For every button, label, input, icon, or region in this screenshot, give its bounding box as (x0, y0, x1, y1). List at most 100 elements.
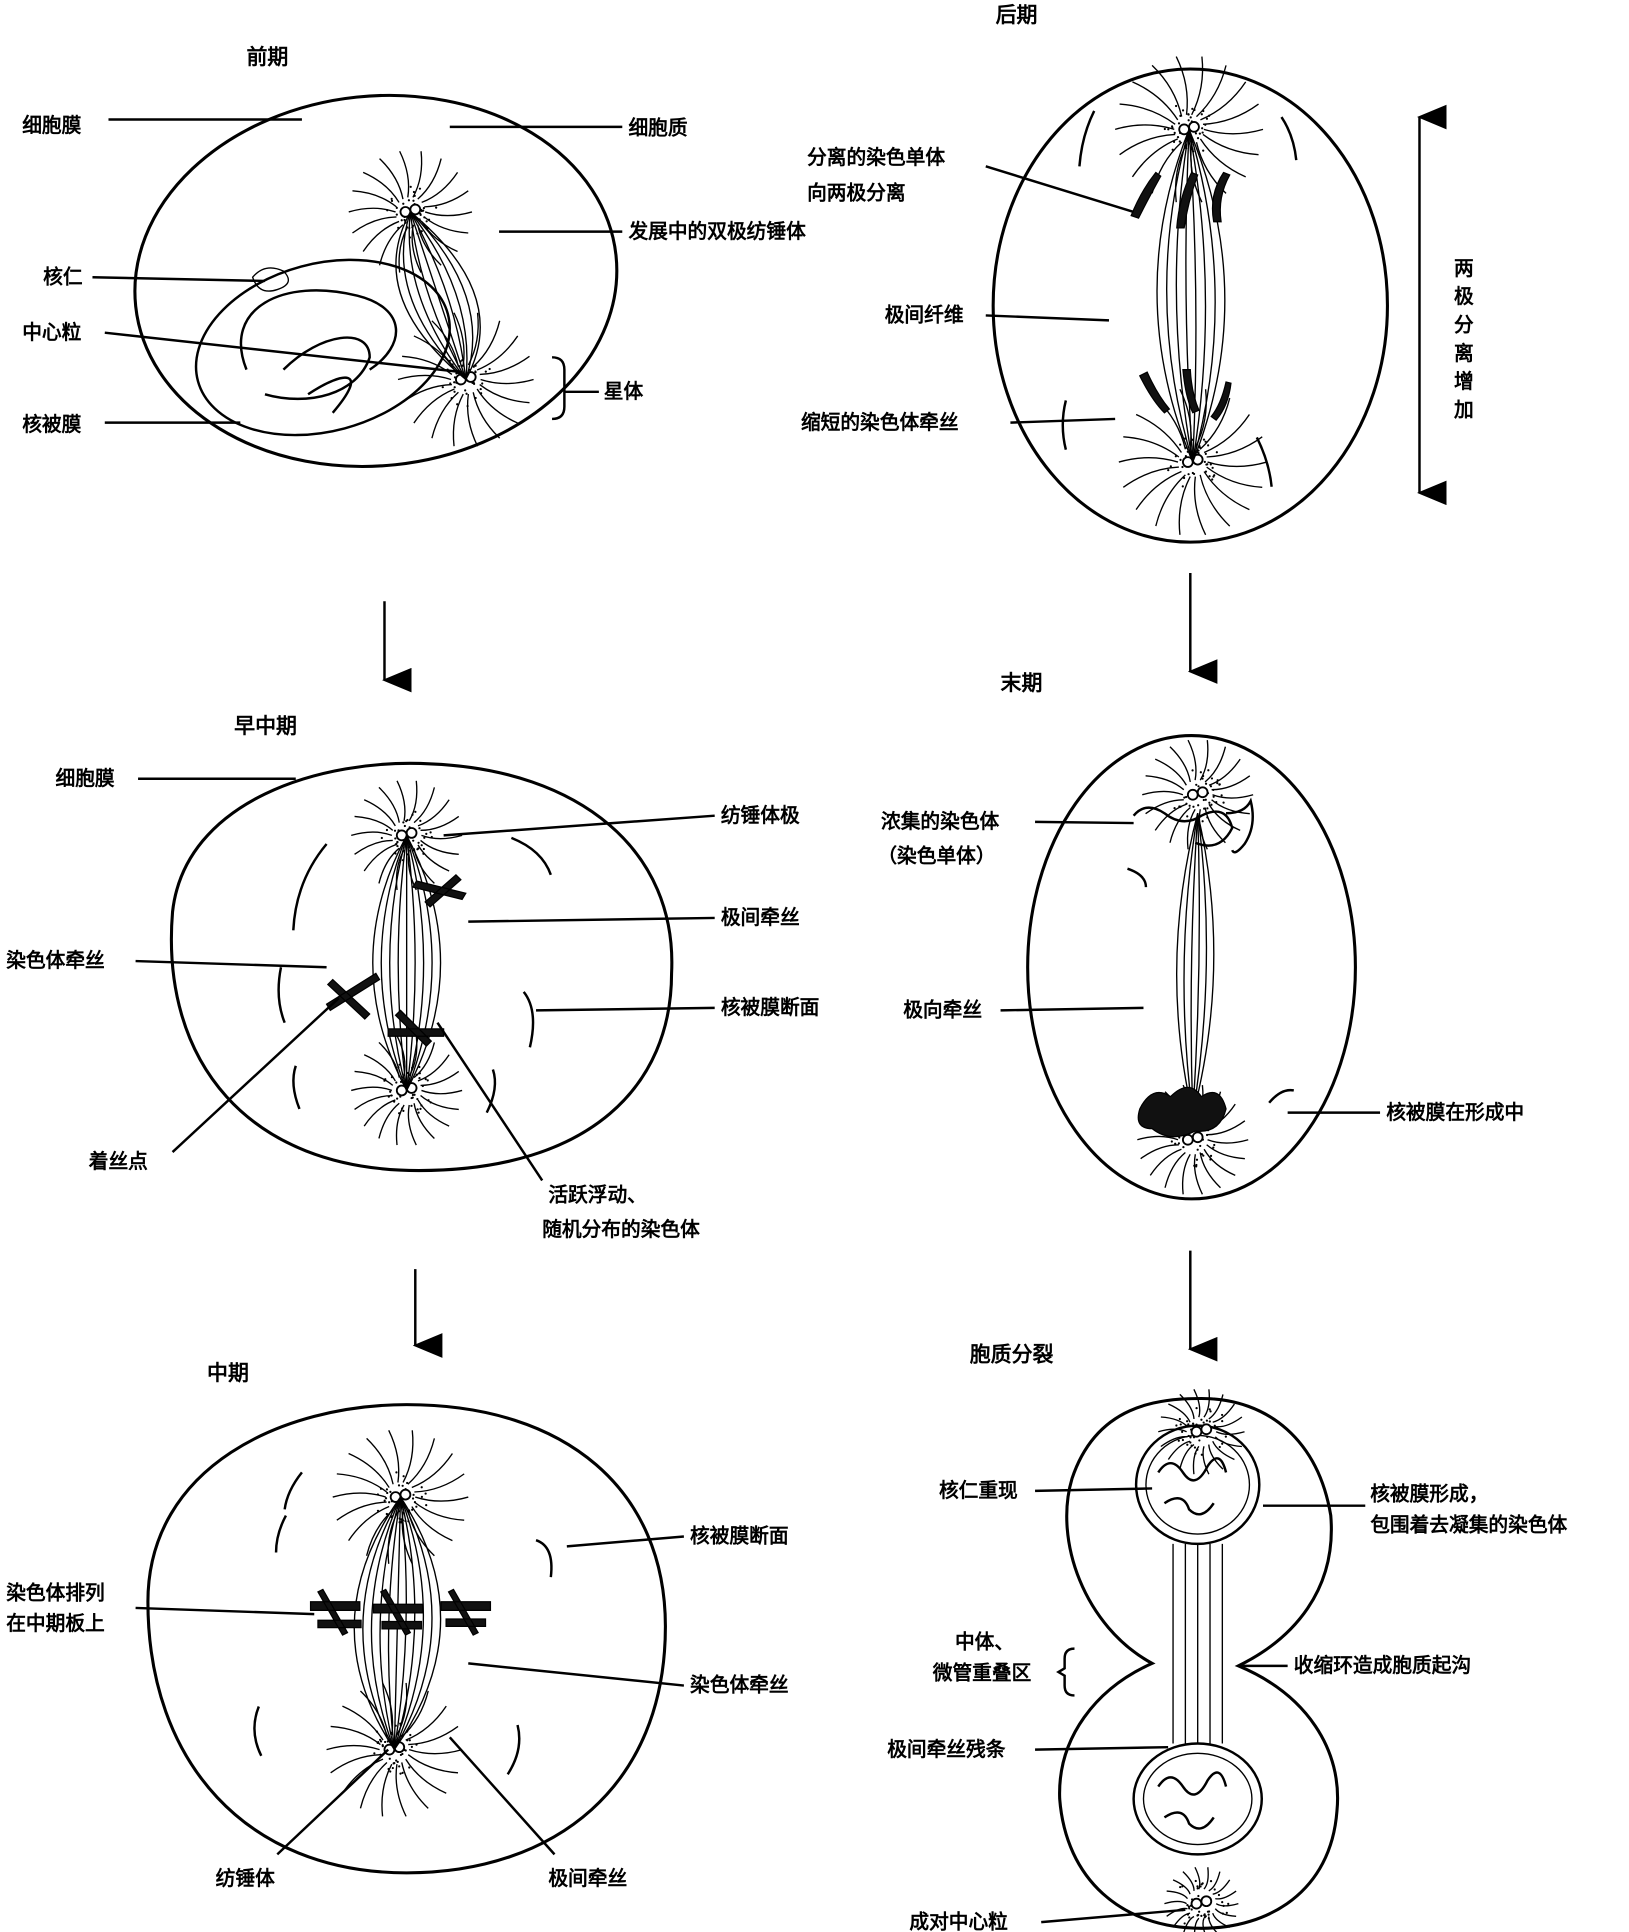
reforming-nucleus (1138, 1087, 1226, 1136)
label-cell-membrane: 细胞膜 (56, 767, 115, 790)
nuclear-envelope-fragment (1269, 1090, 1294, 1103)
nuclear-envelope-fragment (293, 844, 326, 930)
label-kinetochore: 着丝点 (89, 1150, 148, 1173)
nuclear-envelope-fragment (524, 992, 533, 1047)
nuclear-envelope-fragment (276, 1516, 286, 1553)
label-contractile-ring: 收缩环造成胞质起沟 (1294, 1654, 1471, 1677)
panel-cytokinesis: 胞质分裂 核仁重现 核被膜形成， 包围着去凝集的染色体 中体、 微管重叠区 收缩… (887, 1343, 1567, 1932)
label-interpolar-remnant: 极间牵丝残条 (887, 1738, 1006, 1761)
label-nuclear-envelope-forming: 核被膜在形成中 (1386, 1101, 1524, 1124)
label-nucleolus-reappears: 核仁重现 (939, 1479, 1018, 1502)
centriole-icon (401, 1490, 411, 1500)
panel-prophase: 前期 细胞膜 细胞质 发展中的双极纺锤体 核仁 中心粒 星体 核被膜 (22, 45, 806, 490)
svg-text:极: 极 (1454, 285, 1474, 308)
bracket (552, 357, 599, 419)
centriole-icon (1193, 1132, 1203, 1142)
label-aster: 星体 (604, 380, 644, 403)
label-separated-chromatids: 分离的染色单体 (807, 146, 945, 169)
label-interpolar-fibers: 极间纤维 (885, 304, 964, 327)
nuclear-envelope-fragment (285, 1472, 302, 1509)
centriole-icon (1192, 1427, 1202, 1437)
svg-text:加: 加 (1453, 398, 1474, 421)
leader-line (277, 1750, 388, 1855)
centriole-icon (407, 828, 417, 838)
leader-line (437, 1023, 542, 1181)
panel-telophase: 末期 浓集的染色体 （染色单体） 极向牵丝 核被膜在形成中 (877, 671, 1524, 1199)
chromosomes (327, 875, 466, 1046)
spindle (1115, 57, 1267, 535)
nuclear-envelope-fragment (293, 1066, 299, 1109)
svg-text:离: 离 (1454, 342, 1474, 365)
nuclear-envelope-fragment (254, 1707, 261, 1756)
label-pole-separation-increase: 两 极 分 离 增 加 (1453, 257, 1474, 422)
nuclear-envelope-fragment (1281, 117, 1296, 160)
nuclear-envelope-fragment (536, 1540, 551, 1577)
nucleolus (253, 268, 289, 291)
leader-line (986, 315, 1109, 320)
leader-line (1001, 1008, 1144, 1010)
centriole-icon (1189, 122, 1199, 132)
label-microtubule-overlap: 微管重叠区 (932, 1661, 1032, 1684)
centriole-icon (1201, 1424, 1211, 1434)
label-spindle-pole: 纺锤体极 (721, 804, 800, 827)
label-nuclear-envelope-forms: 核被膜形成， (1370, 1483, 1488, 1506)
label-separated-chromatids-2: 向两极分离 (807, 182, 906, 205)
label-interpolar-fibers: 极间牵丝 (548, 1867, 627, 1890)
midbody-fibers (1173, 1544, 1222, 1744)
leader-line (92, 277, 265, 281)
svg-text:两: 两 (1454, 257, 1474, 280)
label-kinetochore-fibers: 染色体牵丝 (690, 1674, 789, 1697)
label-spindle: 发展中的双极纺锤体 (627, 220, 806, 243)
cell-membrane (116, 72, 635, 490)
label-nuclear-envelope-section: 核被膜断面 (690, 1525, 789, 1548)
label-centriole: 中心粒 (22, 321, 81, 344)
label-floating-chromosomes: 活跃浮动、 (548, 1183, 647, 1206)
label-floating-chromosomes-2: 随机分布的染色体 (542, 1218, 700, 1241)
svg-text:分: 分 (1454, 313, 1474, 336)
spindle-fiber (398, 835, 406, 1090)
leader-line (1035, 1488, 1152, 1490)
panel-title: 末期 (1001, 671, 1043, 695)
label-nuclear-envelope-section: 核被膜断面 (721, 996, 820, 1019)
nuclear-envelope-fragment (508, 1725, 520, 1774)
label-paired-centrioles: 成对中心粒 (909, 1910, 1008, 1932)
leader-line (536, 1008, 715, 1010)
centriole-icon (1198, 787, 1208, 797)
nuclear-envelope-fragment (1063, 400, 1066, 449)
nuclear-envelope-fragment (1079, 111, 1094, 166)
label-spindle: 纺锤体 (216, 1867, 275, 1890)
panel-title: 中期 (207, 1361, 249, 1385)
leader-line (173, 998, 339, 1152)
label-cytoplasm: 细胞质 (628, 116, 687, 139)
label-midbody: 中体、 (955, 1631, 1014, 1654)
decondensed-chromosomes (1158, 1458, 1226, 1514)
decondensed-chromosomes (1158, 1773, 1226, 1829)
svg-text:增: 增 (1454, 370, 1474, 393)
label-chromatids: （染色单体） (877, 845, 995, 868)
label-nucleolus: 核仁 (43, 265, 83, 288)
label-shortened-kinetochore-fibers: 缩短的染色体牵丝 (801, 411, 959, 434)
leader-line (136, 1608, 315, 1614)
label-metaphase-plate: 染色体排列 (6, 1581, 105, 1604)
panel-title: 后期 (996, 3, 1038, 27)
centriole-icon (1192, 1899, 1202, 1909)
spindle-fiber (1193, 813, 1200, 1115)
label-kinetochore-fibers: 染色体牵丝 (6, 949, 105, 972)
leader-line (468, 918, 714, 922)
centriole-icon (1201, 1896, 1211, 1906)
leader-line (567, 1536, 684, 1546)
nuclear-envelope-fragment (511, 838, 550, 875)
label-cell-membrane: 细胞膜 (22, 114, 81, 137)
panel-metaphase: 中期 核被膜断面 染色体排列 在中期板上 染色体牵丝 纺锤体 极间牵丝 (6, 1361, 788, 1890)
leader-line (450, 1737, 555, 1854)
label-interpolar-fibers: 极间牵丝 (721, 906, 800, 929)
nuclear-envelope-fragment (1127, 869, 1145, 887)
panel-anaphase: 后期 分离的染色单体 向两极分离 极间纤维 缩短的染色体牵丝 两 极 分 离 增… (801, 3, 1474, 542)
centriole-icon (1183, 1135, 1193, 1145)
label-nuclear-envelope-forms-2: 包围着去凝集的染色体 (1370, 1514, 1567, 1537)
panel-title: 前期 (246, 45, 288, 69)
aster (1164, 1867, 1238, 1932)
label-nuclear-envelope: 核被膜 (22, 413, 81, 436)
leader-line (444, 816, 715, 836)
